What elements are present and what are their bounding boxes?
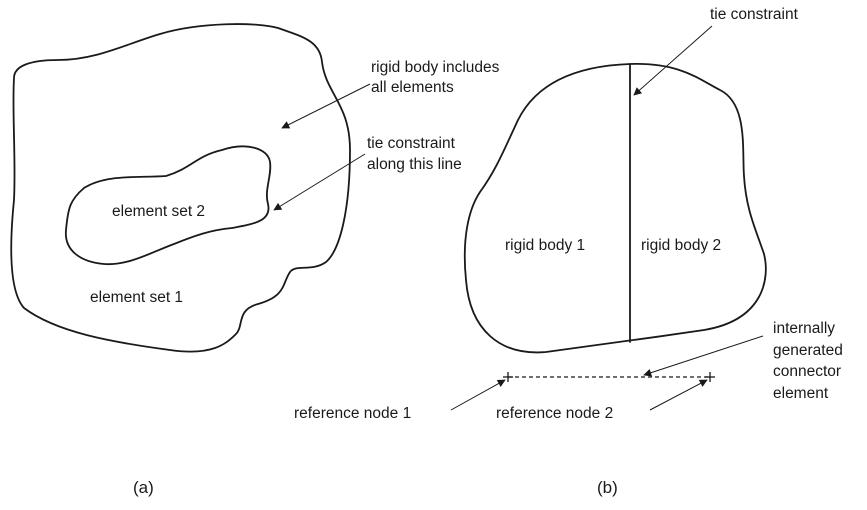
connector-label-line4: element — [773, 385, 829, 402]
tie-line-leader-arrow — [273, 153, 366, 211]
rigid-bodies-outline — [463, 63, 767, 354]
tie-constraint-leader-arrow — [633, 25, 713, 96]
tie-line-label-line2: along this line — [367, 156, 462, 173]
reference-node-1-leader-arrow — [450, 379, 506, 411]
panel-b-caption: (b) — [597, 478, 618, 497]
connector-label-line3: connector — [773, 363, 841, 380]
rigid-body-label-line1: rigid body includes — [371, 59, 500, 76]
rigid-body-leader-arrow — [281, 83, 371, 129]
outer-region-outline — [10, 23, 351, 353]
reference-node-2-leader-arrow — [649, 379, 708, 411]
rigid-body-2-label: rigid body 2 — [641, 237, 721, 254]
connector-label-line1: internally — [773, 320, 835, 337]
panel-a-caption: (a) — [133, 478, 154, 497]
panel-a: rigid body includes all elements tie con… — [10, 23, 500, 497]
element-set-2-label: element set 2 — [112, 203, 205, 220]
tie-constraint-label: tie constraint — [710, 6, 799, 23]
panel-b: tie constraint rigid body 1 rigid body 2… — [294, 6, 843, 497]
connector-label-line2: generated — [773, 342, 843, 359]
connector-leader-arrow — [643, 335, 764, 377]
reference-node-1-label: reference node 1 — [294, 405, 411, 422]
rigid-body-1-label: rigid body 1 — [505, 237, 585, 254]
rigid-body-label-line2: all elements — [371, 79, 454, 96]
tie-line-label-line1: tie constraint — [367, 135, 456, 152]
reference-node-2-label: reference node 2 — [496, 405, 613, 422]
element-set-1-label: element set 1 — [90, 289, 183, 306]
inner-region-outline — [65, 145, 272, 266]
